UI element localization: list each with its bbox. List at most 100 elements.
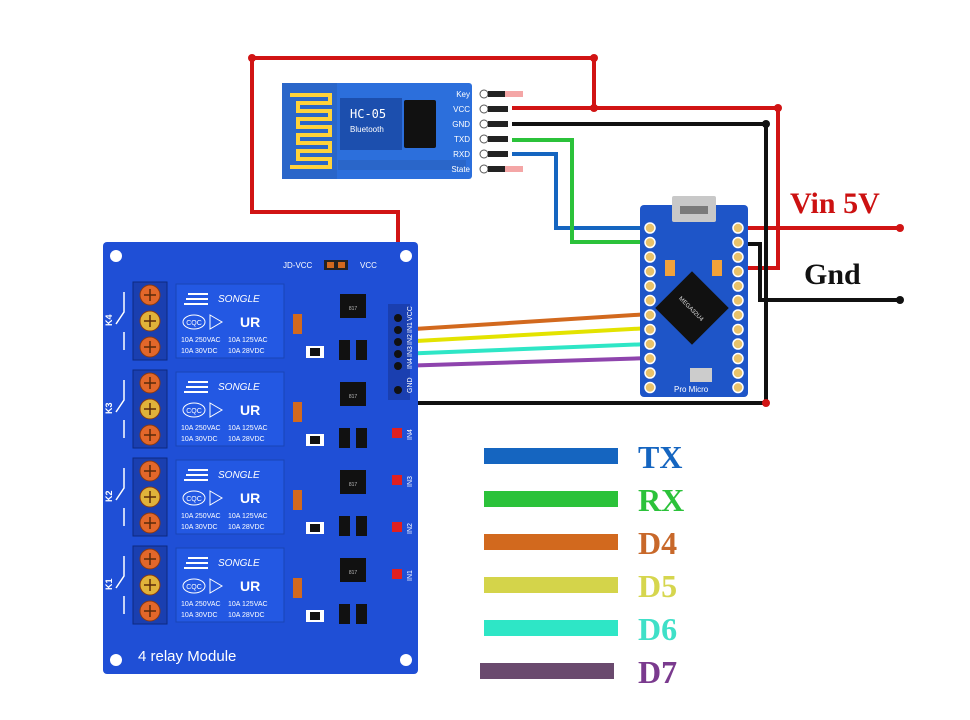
tuv-mark-icon [209, 578, 223, 594]
pro-micro-pin-right [732, 309, 744, 321]
legend-swatch [484, 534, 618, 550]
pro-micro-pin-left [644, 309, 656, 321]
rating-text: 10A 28VDC [228, 524, 265, 531]
relay-brand: SONGLE [218, 558, 260, 569]
cqc-label: CQC [186, 408, 202, 415]
relay-brand: SONGLE [218, 294, 260, 305]
rating-text: 10A 28VDC [228, 348, 265, 355]
rating-text: 10A 250VAC [181, 601, 221, 608]
pro-micro-pin-left [644, 352, 656, 365]
pro-micro-pin-right [732, 251, 744, 263]
relay-module-title: 4 relay Module [138, 648, 236, 665]
relay-brand: SONGLE [218, 470, 260, 481]
status-led-icon [392, 522, 402, 532]
hc05-pin [479, 119, 489, 129]
switch-symbol-icon [115, 292, 125, 350]
pro-micro-pin-left [644, 236, 656, 249]
tuv-mark-icon [209, 402, 223, 418]
reset-button [690, 368, 712, 382]
relay-id-label: K4 [104, 314, 114, 326]
hc05-header-pin [488, 106, 508, 112]
rating-text: 10A 30VDC [181, 612, 218, 619]
pro-micro-pin-right [732, 265, 744, 278]
pro-micro-pin-right [732, 367, 744, 379]
pro-micro-pin-left [644, 367, 656, 379]
tx-wire [512, 152, 650, 230]
rating-text: 10A 28VDC [228, 436, 265, 443]
pro-micro-pin-left [644, 323, 656, 336]
ur-mark: UR [240, 490, 260, 506]
hc05-pin-label: RXD [453, 150, 470, 159]
unused-pin-icon [505, 166, 523, 172]
rating-text: 10A 30VDC [181, 524, 218, 531]
gnd-label: Gnd [804, 258, 861, 291]
rating-text: 10A 250VAC [181, 337, 221, 344]
rating-text: 10A 250VAC [181, 513, 221, 520]
pro-micro-pin-right [732, 352, 744, 365]
switch-symbol-icon [115, 556, 125, 614]
relay-input-label: IN4 [407, 358, 414, 369]
ur-mark: UR [240, 402, 260, 418]
rating-text: 10A 125VAC [228, 513, 268, 520]
hc05-pin [479, 134, 489, 144]
resistor-icon [293, 402, 302, 422]
rating-text: 10A 30VDC [181, 436, 218, 443]
relay-input-pin [394, 314, 402, 322]
tuv-mark-icon [209, 490, 223, 506]
optocoupler-chip [340, 470, 366, 494]
rating-text: 10A 250VAC [181, 425, 221, 432]
cqc-label: CQC [186, 496, 202, 503]
pro-micro-board: MEGA32U4 Pro Micro [640, 196, 748, 397]
diode-icon [339, 516, 350, 536]
ur-mark: UR [240, 578, 260, 594]
relay-input-label: IN3 [407, 346, 414, 357]
legend-label: D4 [638, 525, 677, 561]
hc05-header-pin [488, 136, 508, 142]
relay-input-pin [394, 350, 402, 358]
pro-micro-pin-right [732, 381, 744, 394]
relay-input-pin [394, 326, 402, 334]
pro-micro-pin-right [732, 294, 744, 307]
resistor-icon [293, 490, 302, 510]
led-label: IN2 [407, 523, 414, 534]
optocoupler-label: 817 [349, 482, 358, 488]
hc05-header-pin [488, 151, 508, 157]
relay-id-label: K2 [104, 490, 114, 502]
legend-swatch [484, 491, 618, 507]
songle-logo-icon [184, 293, 208, 305]
cqc-mark-icon [182, 402, 206, 418]
switch-symbol-icon [115, 380, 125, 438]
diode-icon [356, 428, 367, 448]
rating-text: 10A 30VDC [181, 348, 218, 355]
tuv-mark-icon [209, 314, 223, 330]
songle-logo-icon [184, 469, 208, 481]
status-led-icon [392, 475, 402, 485]
pro-micro-name: Pro Micro [674, 385, 709, 394]
hc05-pin-label: State [451, 165, 470, 174]
songle-logo-icon [184, 557, 208, 569]
pro-micro-pin-left [644, 222, 656, 234]
pro-micro-pin-right [732, 280, 744, 292]
d6-wire [397, 342, 651, 356]
rating-text: 10A 125VAC [228, 601, 268, 608]
led-label: IN4 [407, 429, 414, 440]
vcc-header-label: VCC [360, 261, 377, 270]
diode-icon [339, 340, 350, 360]
hc05-pin-label: VCC [453, 105, 470, 114]
relay-id-label: K1 [104, 578, 114, 590]
hc05-pin [479, 104, 489, 114]
cqc-mark-icon [182, 578, 206, 594]
legend-label: RX [638, 482, 684, 518]
pro-micro-pin-left [644, 280, 656, 292]
legend-swatch [480, 663, 614, 679]
diode-icon [339, 604, 350, 624]
rating-text: 10A 125VAC [228, 337, 268, 344]
hc05-header-pin [488, 166, 508, 172]
d4-wire [397, 312, 651, 332]
legend-label: D5 [638, 568, 677, 604]
pro-micro-pin-right [732, 236, 744, 249]
